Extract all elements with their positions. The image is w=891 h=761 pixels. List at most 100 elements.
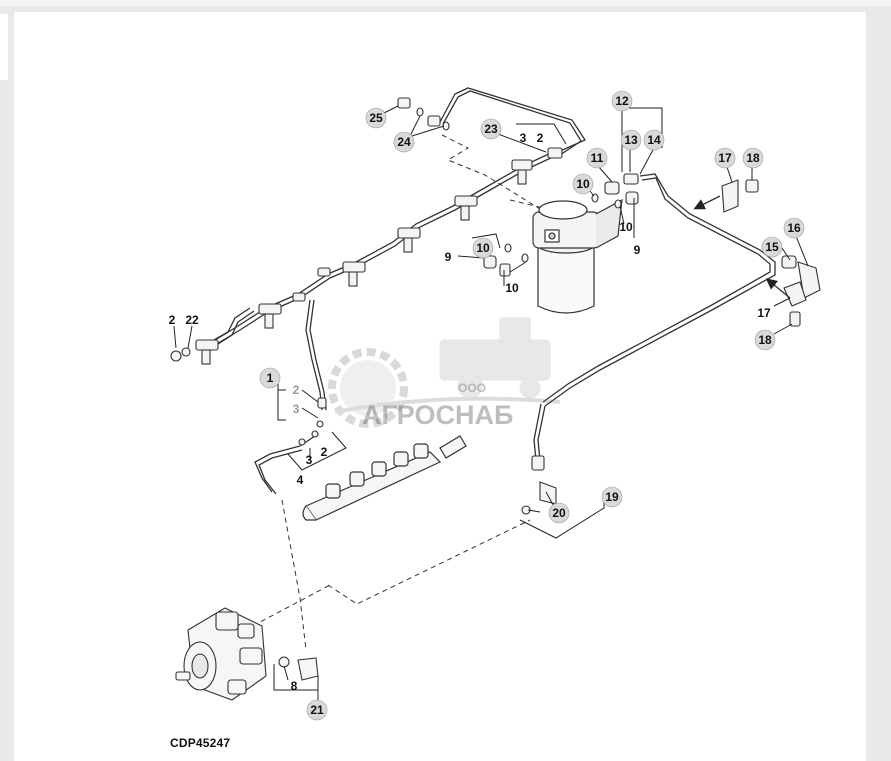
callout-label: 13 [624,133,638,147]
pump-connector [521,455,557,515]
callout-label: 9 [634,243,641,257]
top-strip [0,0,891,6]
brackets [693,179,821,327]
callout-label: 2 [293,383,300,397]
callout-2a: 2 [537,131,544,145]
callout-label: 10 [576,177,590,191]
callout-17a: 17 [714,147,736,169]
callout-bubble [601,486,623,508]
callout-24: 24 [393,131,415,153]
callout-label: 10 [505,281,519,295]
dashed-routes [244,134,561,651]
callout-label: 16 [787,221,801,235]
watermark-name: АГРОСНАБ [362,400,513,430]
callout-18a: 18 [742,147,764,169]
callout-bubble [365,107,387,129]
callout-10a: 10 [572,173,594,195]
callout-bubble [306,699,328,721]
callout-label: 10 [476,241,490,255]
callout-9a: 9 [634,243,641,257]
callout-1: 1 [259,367,281,389]
callout-label: 10 [619,220,633,234]
callout-16: 16 [783,217,805,239]
callout-label: 4 [297,473,304,487]
callout-8: 8 [291,679,298,693]
callout-bubble [548,502,570,524]
callout-label: 2 [537,131,544,145]
callout-bubble [620,129,642,151]
return-fittings [397,97,450,131]
callout-20: 20 [548,502,570,524]
callout-14: 14 [643,129,665,151]
callout-label: 14 [647,133,661,147]
callout-label: 25 [369,111,383,125]
callout-bubble [393,131,415,153]
watermark-prefix: ООО [458,381,486,395]
callout-bubble [586,147,608,169]
callout-15: 15 [761,236,783,258]
callout-2c: 2 [293,383,300,397]
callout-bubble [761,236,783,258]
callout-19: 19 [601,486,623,508]
callout-3b: 3 [293,402,300,416]
callout-2d: 2 [321,445,328,459]
callout-bubble [742,147,764,169]
callout-bubble [611,90,633,112]
callout-22: 22 [185,313,199,327]
diagram-card [14,12,866,761]
callout-25: 25 [365,107,387,129]
callout-21: 21 [306,699,328,721]
callout-10d: 10 [505,281,519,295]
callout-23: 23 [480,118,502,140]
callout-13: 13 [620,129,642,151]
left-strip [0,14,8,80]
callout-label: 21 [310,703,324,717]
callout-10c: 10 [472,237,494,259]
callout-bubble [643,129,665,151]
gear-icon [328,348,408,428]
callout-label: 12 [615,94,629,108]
callout-label: 3 [520,131,527,145]
callout-label: 3 [293,402,300,416]
callout-bubble [783,217,805,239]
callout-label: 9 [445,250,452,264]
callout-bubble [480,118,502,140]
callout-bubble [259,367,281,389]
filter-fittings [483,173,639,277]
combine-harvester-icon [439,317,551,399]
callout-label: 17 [718,151,732,165]
callout-label: 2 [169,313,176,327]
callout-label: 19 [605,490,619,504]
figure-code: CDP45247 [170,736,231,750]
callout-18b: 18 [754,329,776,351]
callout-label: 18 [746,151,760,165]
callout-bubble [754,329,776,351]
injector-fittings [170,147,563,365]
callout-label: 3 [306,453,313,467]
callout-label: 15 [765,240,779,254]
callout-3a: 3 [520,131,527,145]
watermark [328,317,561,428]
common-rail [302,435,467,521]
callout-label: 23 [484,122,498,136]
callout-17b: 17 [757,306,771,320]
callout-3c: 3 [306,453,313,467]
callout-bubble [572,173,594,195]
callout-label: 17 [757,306,771,320]
callout-12: 12 [611,90,633,112]
callout-2b: 2 [169,313,176,327]
callout-label: 22 [185,313,199,327]
high-pressure-pump [175,607,319,701]
callout-4: 4 [297,473,304,487]
callout-label: 18 [758,333,772,347]
callout-bubble [714,147,736,169]
callout-11: 11 [586,147,608,169]
callout-label: 2 [321,445,328,459]
callout-label: 1 [267,371,274,385]
fuel-filter [532,198,623,314]
fuel-lines [199,87,776,495]
callout-9b: 9 [445,250,452,264]
